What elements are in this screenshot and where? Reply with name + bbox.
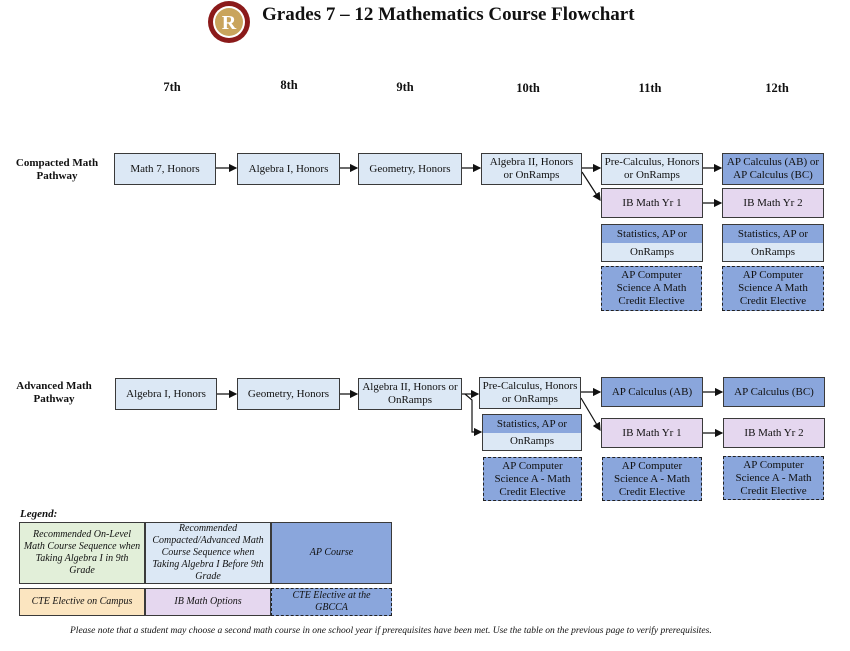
legend-cte-gbcca: CTE Elective at the GBCCA [271, 588, 392, 616]
compacted-apcs11-box: AP Computer Science A Math Credit Electi… [601, 266, 702, 311]
compacted-ib2-box: IB Math Yr 2 [722, 188, 824, 218]
legend-compacted: Recommended Compacted/Advanced Math Cour… [145, 522, 271, 584]
arrow-adv-precalc-ib1 [580, 397, 601, 432]
stats-ap-label: Statistics, AP or [483, 415, 581, 433]
grade-12th: 12th [765, 81, 789, 95]
advanced-geometry-box: Geometry, Honors [237, 378, 340, 410]
grade-7th: 7th [163, 80, 181, 94]
compacted-ib1-box: IB Math Yr 1 [601, 188, 703, 218]
compacted-alg1-box: Algebra I, Honors [237, 153, 340, 185]
advanced-ib1-box: IB Math Yr 1 [601, 418, 703, 448]
page-title: Grades 7 – 12 Mathematics Course Flowcha… [262, 4, 635, 25]
advanced-apcalcbc-box: AP Calculus (BC) [723, 377, 825, 407]
advanced-stats-box: Statistics, AP or OnRamps [482, 414, 582, 451]
footer-note: Please note that a student may choose a … [70, 626, 712, 636]
compacted-apcs12-box: AP Computer Science A Math Credit Electi… [722, 266, 824, 311]
advanced-apcs12-box: AP Computer Science A - Math Credit Elec… [723, 456, 824, 500]
legend-title: Legend: [20, 508, 58, 520]
stats-onramps-label: OnRamps [751, 246, 795, 258]
grade-9th: 9th [396, 80, 414, 94]
advanced-ib2-box: IB Math Yr 2 [723, 418, 825, 448]
school-logo: R [208, 1, 250, 43]
grade-11th: 11th [638, 81, 662, 95]
advanced-apcs11-box: AP Computer Science A - Math Credit Elec… [602, 457, 702, 501]
legend-ib-options: IB Math Options [145, 588, 271, 616]
legend-ap-course: AP Course [271, 522, 392, 584]
compacted-stats12-box: Statistics, AP or OnRamps [722, 224, 824, 262]
compacted-stats11-box: Statistics, AP or OnRamps [601, 224, 703, 262]
grade-8th: 8th [280, 78, 298, 92]
stats-ap-label: Statistics, AP or [723, 225, 823, 243]
compacted-precalc-box: Pre-Calculus, Honors or OnRamps [601, 153, 703, 185]
advanced-alg2-box: Algebra II, Honors or OnRamps [358, 378, 462, 410]
legend-onlevel: Recommended On-Level Math Course Sequenc… [19, 522, 145, 584]
compacted-math7-box: Math 7, Honors [114, 153, 216, 185]
compacted-alg2-box: Algebra II, Honors or OnRamps [481, 153, 582, 185]
arrow-adv-alg2-stats [464, 393, 483, 437]
advanced-alg1-box: Algebra I, Honors [115, 378, 217, 410]
logo-letter: R [222, 12, 237, 34]
legend-cte-campus: CTE Elective on Campus [19, 588, 145, 616]
grade-10th: 10th [516, 81, 540, 95]
compacted-pathway-label: Compacted Math Pathway [15, 157, 99, 182]
compacted-geometry-box: Geometry, Honors [358, 153, 462, 185]
stats-onramps-label: OnRamps [630, 246, 674, 258]
advanced-pathway-label: Advanced Math Pathway [16, 380, 92, 405]
advanced-apcs10-box: AP Computer Science A - Math Credit Elec… [483, 457, 582, 501]
stats-onramps-label: OnRamps [510, 435, 554, 448]
arrow-alg2-ib1 [581, 171, 601, 202]
advanced-apcalcab-box: AP Calculus (AB) [601, 377, 703, 407]
stats-ap-label: Statistics, AP or [602, 225, 702, 243]
compacted-apcalc-box: AP Calculus (AB) or AP Calculus (BC) [722, 153, 824, 185]
advanced-precalc-box: Pre-Calculus, Honors or OnRamps [479, 377, 581, 409]
